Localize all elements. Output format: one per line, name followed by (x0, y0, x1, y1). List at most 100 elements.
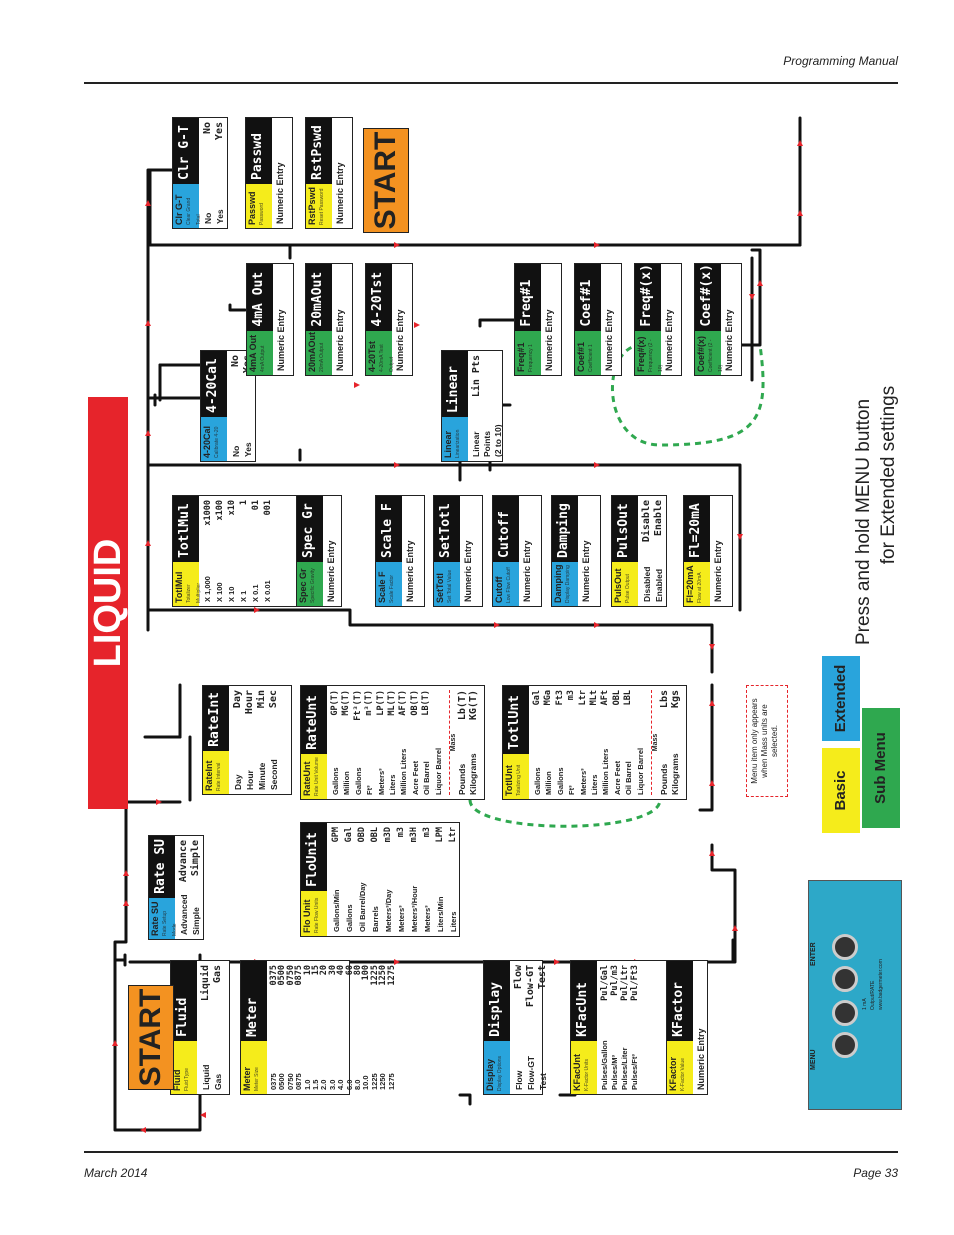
box-code: SetTotl (434, 496, 460, 562)
box-subtitle: Low Flow Cutoff (506, 567, 512, 603)
option-labels: 0375 0500 0750 0875 1.0 1.5 2.0 3.0 4.0 … (269, 1073, 396, 1090)
box-code: TotlUnt (503, 686, 529, 754)
box-subtitle: Totalizer Multiplier (186, 582, 202, 603)
box-name: Fl=20mA (685, 565, 695, 603)
numeric-entry: Numeric Entry (463, 540, 473, 602)
box-subtitle: Coefficient (2 - 10) (708, 339, 724, 372)
flow-path (113, 943, 202, 1132)
box-name: RstPswd (307, 186, 317, 225)
extended-label: Extended (822, 656, 860, 741)
box-subtitle: 20mA Output (319, 342, 325, 372)
option-codes: Flow Flow-GT Test (513, 965, 548, 1008)
up-button[interactable] (832, 1000, 858, 1026)
box-code: FloUnit (301, 823, 327, 891)
option-codes: No Yes (202, 122, 225, 141)
flow-path (228, 303, 247, 312)
box-name: Scale F (377, 571, 387, 603)
flow-arrow (145, 320, 151, 326)
flow-arrow (140, 1127, 146, 1133)
option-labels: No Yes (203, 209, 225, 224)
box-name: PulsOut (613, 568, 623, 603)
box-code: 4mA Out (247, 264, 273, 331)
box-subtitle: 4-20mA Test Output (379, 344, 395, 372)
right-button[interactable] (832, 966, 858, 992)
menu-button[interactable] (832, 1032, 858, 1058)
box-name: SetTotl (435, 573, 445, 603)
footer-rule (84, 1151, 898, 1153)
option-codes: Gal MGa Ft3 m3 Ltr MLt AFt OBL LBL (532, 690, 634, 706)
box-subtitle: Meter Size (254, 1067, 260, 1091)
box-subtitle: Display Options (497, 1055, 503, 1091)
mass-divider: Mass (449, 690, 458, 795)
option-labels: No Yes (231, 442, 253, 457)
box-name: Freq#(x) (636, 336, 646, 372)
numeric-entry: Numeric Entry (522, 540, 532, 602)
box-name: Spec Gr (298, 568, 308, 603)
box-code: Passwd (246, 118, 272, 184)
numeric-entry: Numeric Entry (335, 162, 345, 224)
box-code: Fl=20mA (684, 496, 710, 562)
mass-codes: Lb(T) KG(T) (457, 690, 480, 721)
box-subtitle: Rate Setup Mode (162, 910, 178, 936)
panel-left-label: MENU (810, 1049, 817, 1070)
header-title: Programming Manual (783, 54, 898, 68)
option-labels: Linear Points (2 to 10) (471, 424, 503, 457)
box-code: Linear (442, 351, 468, 417)
flow-arrow (709, 644, 715, 650)
box-code: Cutoff (493, 496, 519, 562)
box-code: RateInt (203, 686, 229, 751)
box-name: Passwd (247, 191, 257, 225)
option-labels: Gallons Million Gallons Ft³ Meters³ Lite… (331, 747, 443, 795)
start-end-label: START (363, 128, 409, 233)
option-codes: x1000 x100 x10 1 01 001 (203, 500, 273, 526)
mass-codes: Lbs Kgs (659, 690, 682, 709)
footer-date: March 2014 (84, 1166, 148, 1180)
option-labels: Day Hour Minute Second (233, 759, 279, 790)
flow-path (146, 608, 714, 657)
flow-arrow (145, 200, 151, 206)
flow-path (468, 799, 662, 828)
box-code: Display (484, 961, 510, 1041)
enter-button[interactable] (832, 934, 858, 960)
box-code: 4-20Cal (201, 351, 227, 417)
flow-arrow (594, 622, 600, 628)
box-name: TotlMul (174, 571, 184, 603)
option-labels: X 1,000 X 100 X 10 X 1 X 0.1 X 0.01 (203, 576, 272, 602)
box-code: Spec Gr (297, 496, 323, 562)
box-code: Freq#(x) (635, 264, 661, 331)
box-name: 4-20Tst (367, 341, 377, 372)
flow-arrow (737, 534, 743, 540)
box-name: Meter (242, 1066, 252, 1091)
flow-arrow (494, 622, 500, 628)
flow-arrow (732, 925, 738, 931)
box-subtitle: Rate Unit Volume (314, 757, 320, 796)
flow-arrow (112, 1040, 118, 1046)
option-codes: Pul/Gal Pul/m3 Pul/Ltr Pul/Ft3 (600, 965, 640, 1001)
option-labels: Disabled Enabled (642, 566, 664, 602)
box-subtitle: Rate Flow Units (314, 897, 320, 933)
option-codes: Lin Pts (471, 355, 482, 398)
flow-path (124, 800, 182, 822)
box-subtitle: Set Total Value (447, 569, 453, 603)
box-subtitle: Pulse Output (625, 574, 631, 603)
box-subtitle: Linearization (455, 429, 461, 458)
mass-labels: Pounds Kilograms (457, 753, 479, 795)
press-line1: Press and hold MENU button (853, 398, 874, 645)
panel-text-3: www.badgermeter.com (878, 959, 884, 1010)
box-code: KFactor (667, 961, 693, 1041)
box-code: Coef#1 (575, 264, 601, 331)
option-labels: Flow Flow-GT Test (514, 1056, 548, 1090)
box-code: Clr G-T (173, 118, 199, 184)
box-code: Freq#1 (515, 264, 541, 331)
mass-note: Menu item only appears when Mass units a… (746, 685, 788, 797)
option-codes: Disable Enable (641, 500, 664, 543)
